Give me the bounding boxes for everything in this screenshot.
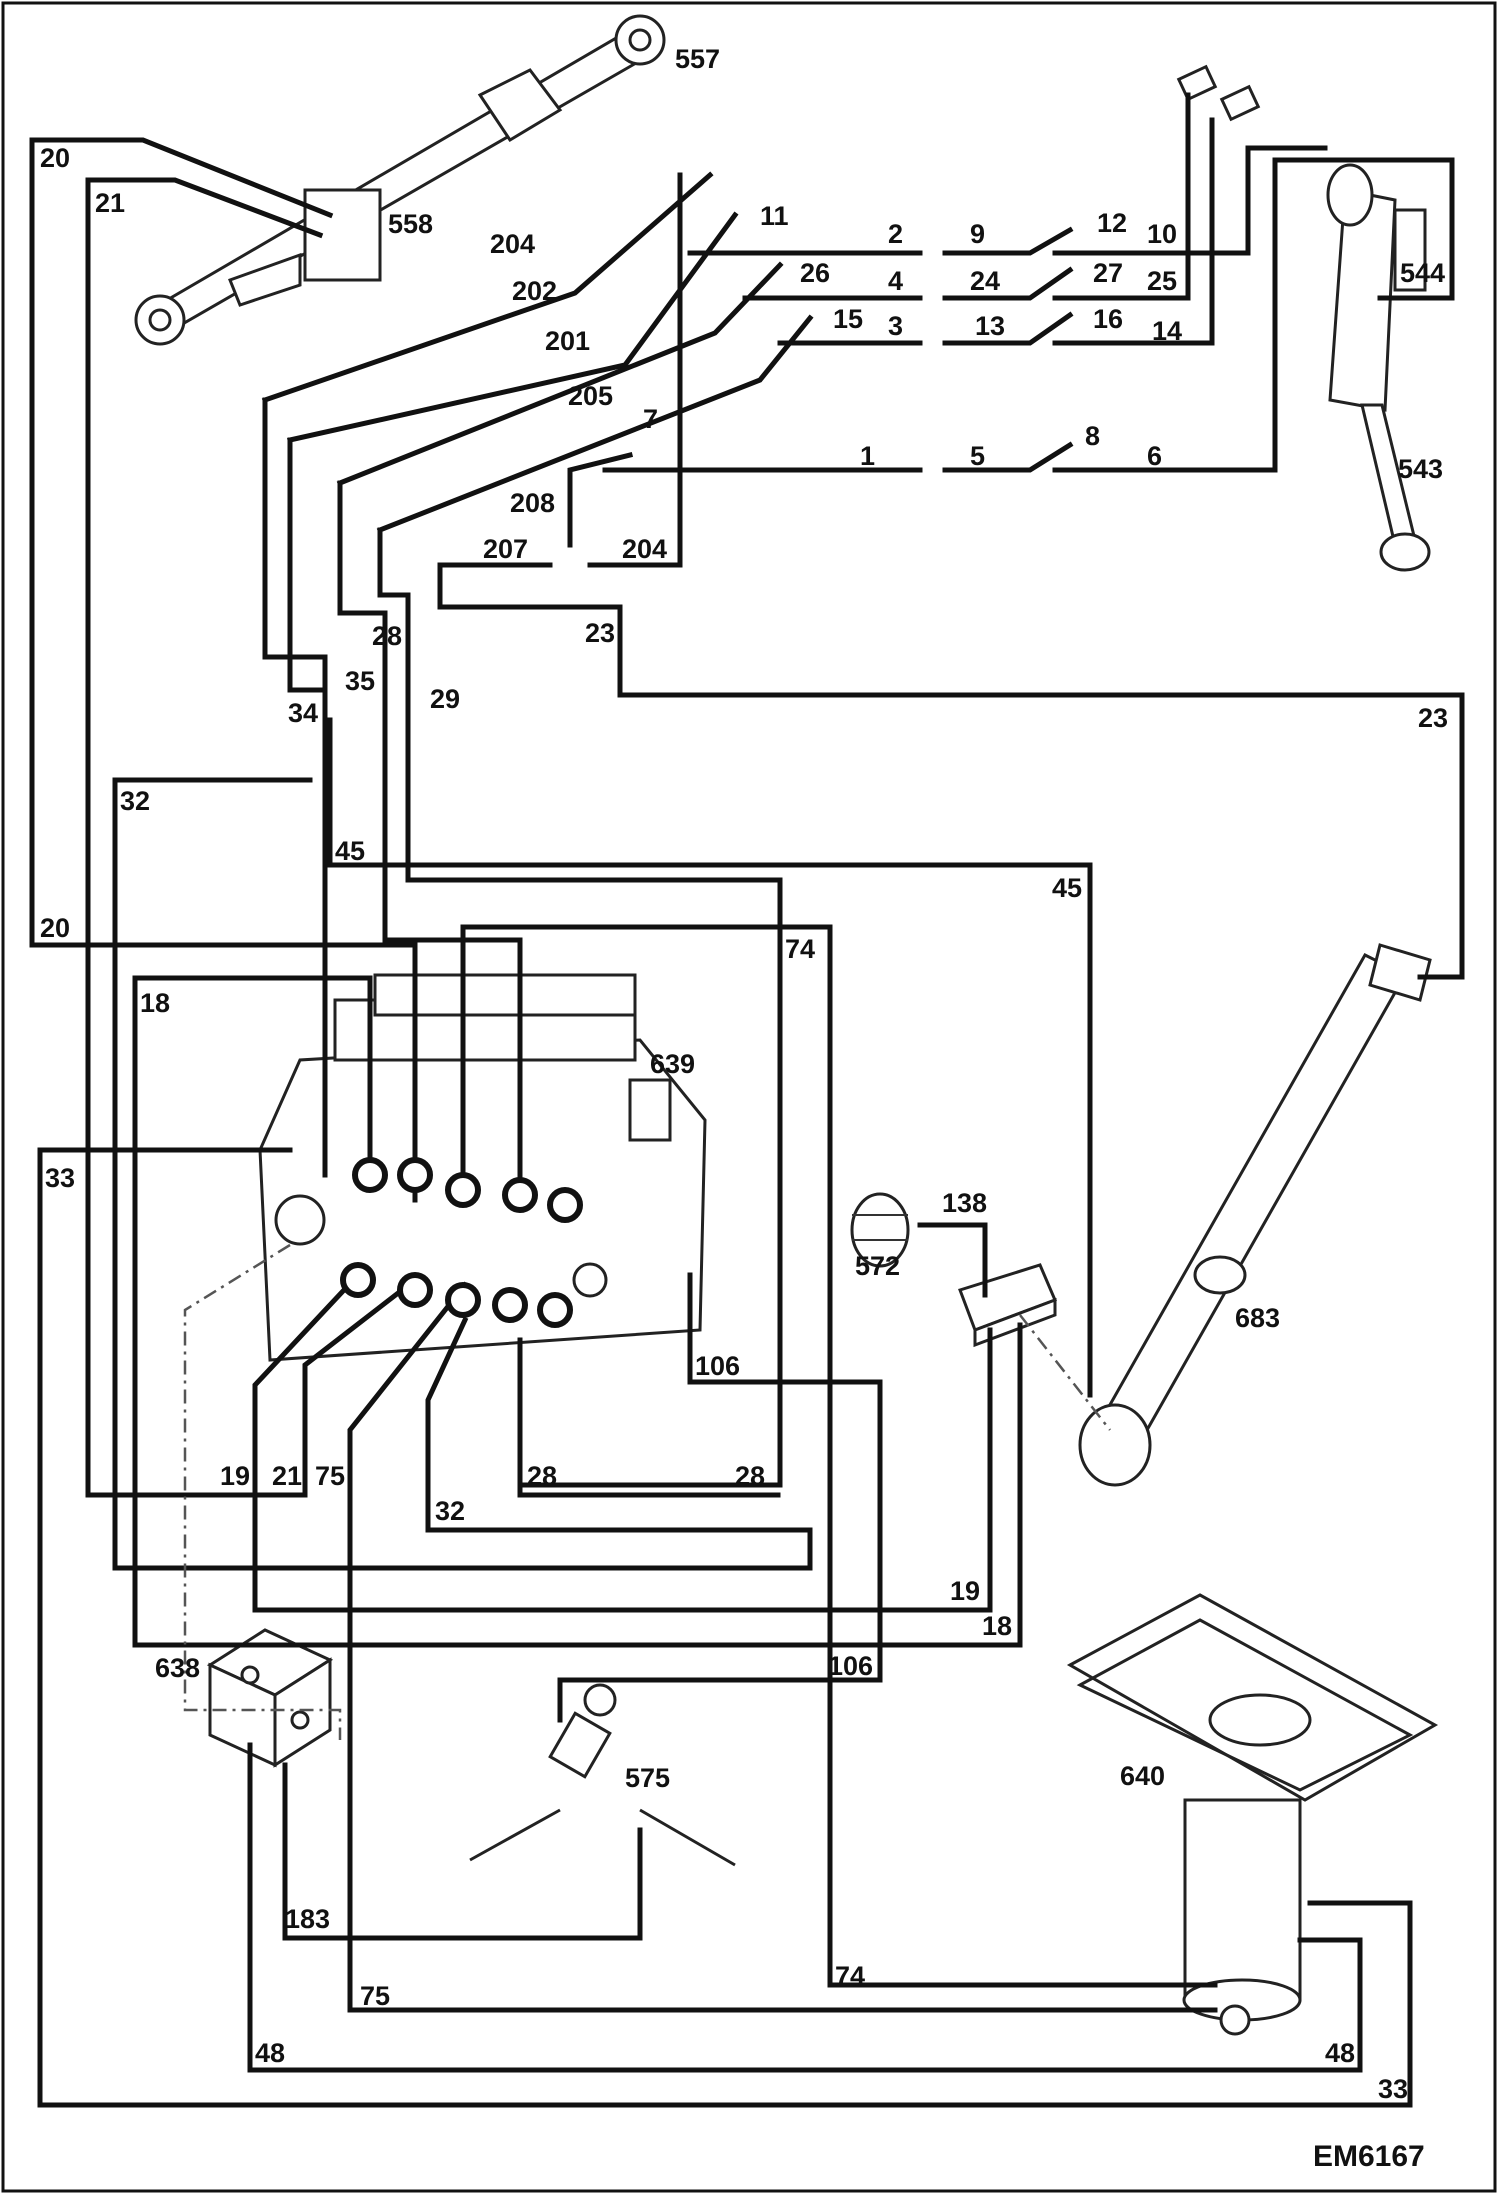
cylinder-557 [134, 14, 666, 346]
label-hose-11: 11 [760, 201, 789, 231]
label-640: 640 [1120, 1761, 1165, 1791]
label-hose-183: 183 [285, 1904, 330, 1934]
label-hose-24: 24 [970, 266, 1000, 296]
component-labels: 557 558 544 543 639 138 572 683 638 575 … [155, 44, 1445, 1793]
label-hose-74b: 74 [835, 1961, 865, 1991]
label-hose-106a: 106 [695, 1351, 740, 1381]
label-hose-2: 2 [888, 219, 903, 249]
label-hose-19a: 19 [220, 1461, 250, 1491]
label-683: 683 [1235, 1303, 1280, 1333]
label-hose-205: 205 [568, 381, 613, 411]
label-hose-7: 7 [643, 404, 658, 434]
label-hose-21b: 21 [272, 1461, 302, 1491]
label-hose-204: 204 [490, 229, 535, 259]
label-575: 575 [625, 1763, 670, 1793]
label-hose-32a: 32 [120, 786, 150, 816]
label-hose-5: 5 [970, 441, 985, 471]
label-hose-12: 12 [1097, 208, 1127, 238]
label-hose-14: 14 [1152, 316, 1182, 346]
label-hose-75a: 75 [315, 1461, 345, 1491]
label-hose-21: 21 [95, 188, 125, 218]
label-hose-208: 208 [510, 488, 555, 518]
label-557: 557 [675, 44, 720, 74]
figure-reference: EM6167 [1313, 2140, 1425, 2173]
label-hose-6: 6 [1147, 441, 1162, 471]
label-hose-204b: 204 [622, 534, 667, 564]
label-558: 558 [388, 209, 433, 239]
fitting-top-right [1176, 64, 1261, 122]
label-hose-33b: 33 [1378, 2074, 1408, 2104]
label-hose-48b: 48 [1325, 2038, 1355, 2068]
cylinder-683 [1078, 943, 1432, 1487]
label-hose-20b: 20 [40, 913, 70, 943]
label-hose-35: 35 [345, 666, 375, 696]
label-hose-13: 13 [975, 311, 1005, 341]
label-638: 638 [155, 1653, 200, 1683]
valve-ports [340, 1157, 583, 1328]
label-hose-75b: 75 [360, 1981, 390, 2011]
label-138: 138 [942, 1188, 987, 1218]
label-hose-23a: 23 [585, 618, 615, 648]
block-638 [206, 1628, 334, 1768]
label-hose-27: 27 [1093, 258, 1123, 288]
label-hose-18b: 18 [982, 1611, 1012, 1641]
label-hose-10: 10 [1147, 219, 1177, 249]
label-hose-106b: 106 [828, 1651, 873, 1681]
rotary-joint-640 [1066, 1593, 1439, 2036]
label-hose-18a: 18 [140, 988, 170, 1018]
label-639: 639 [650, 1049, 695, 1079]
label-hose-3: 3 [888, 311, 903, 341]
label-hose-16: 16 [1093, 304, 1123, 334]
label-hose-19b: 19 [950, 1576, 980, 1606]
label-hose-33a: 33 [45, 1163, 75, 1193]
hose-network [29, 92, 1465, 2108]
cylinder-543 [1326, 163, 1431, 572]
label-hose-1: 1 [860, 441, 875, 471]
label-hose-26: 26 [800, 258, 830, 288]
label-543: 543 [1398, 454, 1443, 484]
label-hose-45a: 45 [335, 836, 365, 866]
fitting-575 [469, 1683, 736, 1867]
label-hose-207: 207 [483, 534, 528, 564]
label-hose-28b: 28 [527, 1461, 557, 1491]
label-hose-23b: 23 [1418, 703, 1448, 733]
label-hose-202: 202 [512, 276, 557, 306]
label-hose-25: 25 [1147, 266, 1177, 296]
label-hose-32b: 32 [435, 1496, 465, 1526]
label-hose-20: 20 [40, 143, 70, 173]
hose-labels: 20 21 204 202 201 205 11 2 9 12 10 26 4 … [40, 143, 1448, 2104]
label-hose-29: 29 [430, 684, 460, 714]
label-hose-15: 15 [833, 304, 863, 334]
label-hose-45b: 45 [1052, 873, 1082, 903]
label-hose-34: 34 [288, 698, 318, 728]
label-hose-8: 8 [1085, 421, 1100, 451]
label-572: 572 [855, 1251, 900, 1281]
label-544: 544 [1400, 258, 1445, 288]
label-hose-28c: 28 [735, 1461, 765, 1491]
label-hose-74a: 74 [785, 934, 815, 964]
label-hose-9: 9 [970, 219, 985, 249]
relief-572 [850, 1192, 910, 1268]
label-hose-48a: 48 [255, 2038, 285, 2068]
label-hose-201: 201 [545, 326, 590, 356]
label-hose-4: 4 [888, 266, 903, 296]
label-hose-28a: 28 [372, 621, 402, 651]
block-138 [958, 1263, 1057, 1348]
